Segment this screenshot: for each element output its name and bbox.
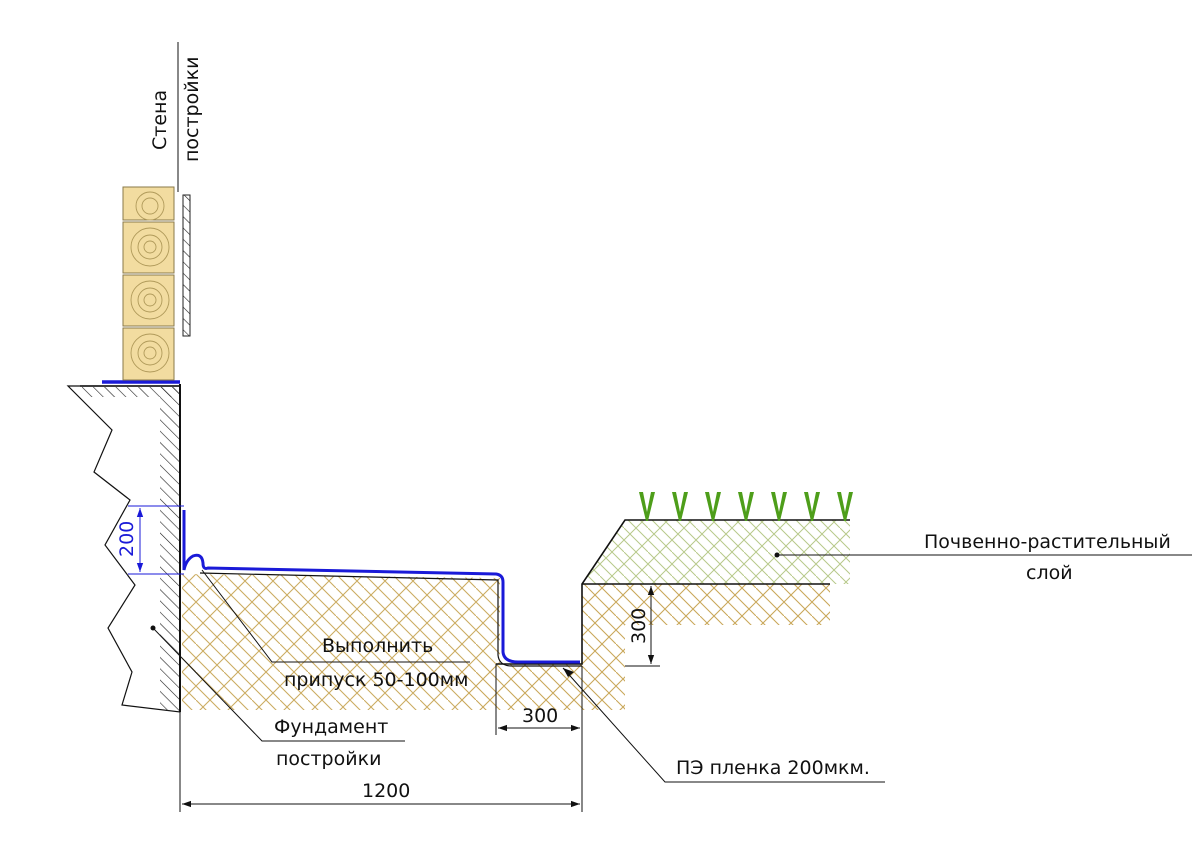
dimension-300-horizontal: 300 — [495, 664, 583, 735]
blind-area-edge — [199, 572, 582, 667]
film-callout: ПЭ пленка 200мкм. — [562, 667, 885, 783]
foundation-hatch-side — [160, 387, 180, 711]
log-4 — [122, 327, 175, 381]
grass-tuft — [672, 492, 688, 521]
topsoil-layer — [582, 520, 850, 584]
pe-film — [182, 510, 580, 664]
dimension-200: 200 — [116, 505, 184, 575]
film-label: ПЭ пленка 200мкм. — [676, 757, 870, 779]
foundation-callout: Фундамент постройки — [152, 627, 405, 770]
dimension-1200: 1200 — [179, 712, 583, 812]
log-2 — [122, 221, 175, 274]
grass-tuft — [639, 492, 655, 521]
dimension-1200-text: 1200 — [362, 780, 410, 802]
wall-cladding — [182, 194, 191, 337]
foundation-label-line1: Фундамент — [274, 716, 388, 738]
grass-tuft — [771, 492, 787, 521]
soil-under-trench — [460, 664, 625, 710]
dimension-200-text: 200 — [116, 521, 138, 557]
grass-tuft — [804, 492, 820, 521]
log-wall — [122, 186, 191, 381]
wall-label-line2: постройки — [181, 57, 203, 162]
topsoil-label-line1: Почвенно-растительный — [924, 531, 1171, 553]
grass-tuft — [738, 492, 754, 521]
dimension-300-horizontal-text: 300 — [522, 705, 558, 727]
allowance-label-line1: Выполнить — [322, 635, 433, 657]
log-3 — [122, 274, 175, 327]
grass-tuft — [705, 492, 721, 521]
soil-under-blind-area — [182, 574, 500, 710]
topsoil-label-line2: слой — [1026, 562, 1073, 584]
dimension-300-vertical: 300 — [625, 583, 660, 667]
dimension-300-vertical-text: 300 — [628, 608, 650, 644]
natural-soil — [582, 584, 830, 664]
grass — [639, 492, 853, 521]
grass-tuft — [837, 492, 853, 521]
allowance-callout: Выполнить припуск 50-100мм — [201, 569, 470, 691]
foundation-hatch-top — [82, 387, 180, 397]
topsoil-callout: Почвенно-растительный слой — [774, 531, 1192, 584]
foundation-label-line2: постройки — [276, 748, 381, 770]
log-rings — [130, 191, 170, 373]
wall-label-line1: Стена — [149, 90, 171, 150]
allowance-label-line2: припуск 50-100мм — [284, 669, 468, 691]
